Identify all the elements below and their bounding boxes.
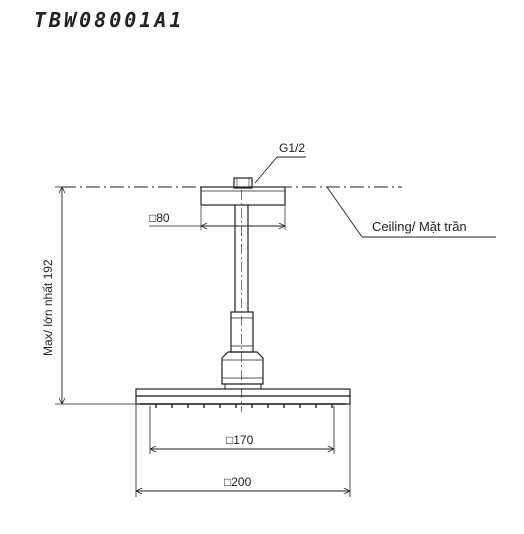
max-height-label: Max/ lớn nhất 192 [41, 259, 55, 356]
ceiling-label: Ceiling/ Mặt trần [372, 219, 467, 234]
spray-width-label: □170 [226, 433, 254, 447]
flange-size-label: □80 [149, 211, 170, 225]
head-width-label: □200 [224, 475, 252, 489]
shower-head [135, 388, 351, 408]
ceiling-leader [326, 186, 363, 238]
swivel-connector [221, 311, 264, 390]
thread-leader [254, 156, 278, 184]
shower-arm-pipe [234, 190, 249, 412]
thread-label: G1/2 [279, 141, 305, 155]
model-number-title: TBW08001A1 [34, 8, 185, 32]
thread-nipple [233, 177, 253, 189]
ceiling-flange [200, 186, 286, 206]
